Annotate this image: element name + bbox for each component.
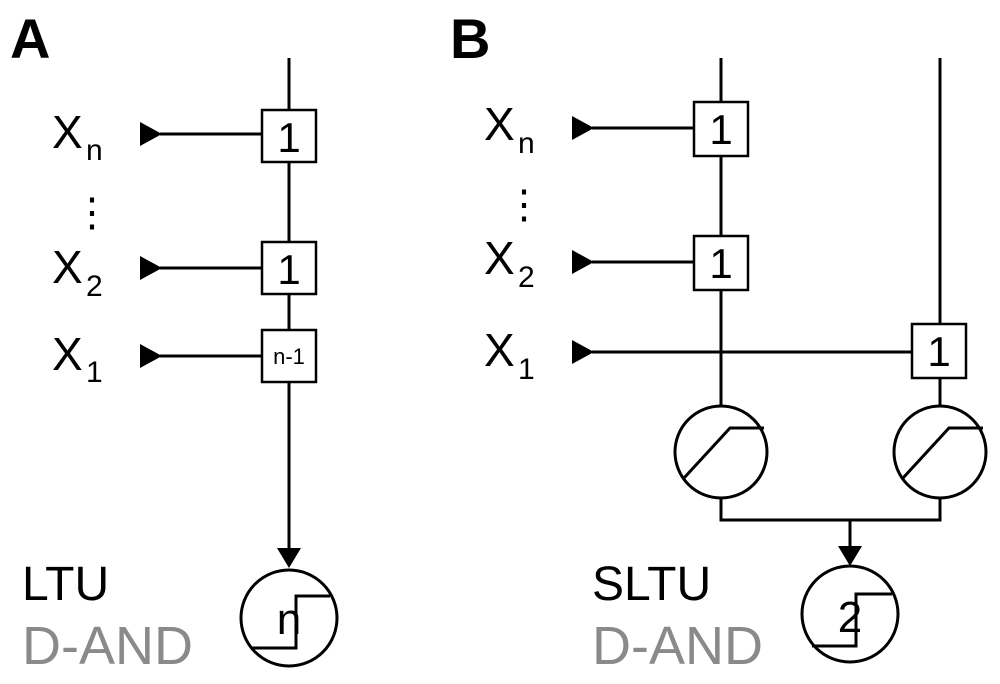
panel-b-unit-label: SLTU — [592, 558, 711, 611]
dendrite-circle — [892, 404, 988, 500]
weight-label: 1 — [927, 328, 950, 375]
weight-box — [260, 240, 318, 296]
panel-b-dendrite-left-nonlinearity — [673, 404, 769, 500]
panel-b-soma-arrow-icon — [838, 546, 862, 566]
weight-label: 1 — [277, 114, 300, 161]
step-icon — [812, 592, 892, 648]
dendrite-circle — [673, 404, 769, 500]
step-icon — [252, 594, 330, 650]
input-var: X — [52, 328, 83, 380]
panel-a: A X n 1 ⋮ X 2 1 X 1 — [10, 7, 339, 676]
panel-a-unit-sublabel: D-AND — [22, 616, 193, 676]
input-arrow-icon — [572, 250, 594, 274]
input-sub: n — [518, 127, 535, 160]
input-sub: 2 — [518, 261, 535, 294]
threshold-label: 2 — [838, 593, 862, 642]
weight-label: n-1 — [273, 344, 305, 369]
input-sub: 2 — [86, 270, 103, 303]
input-sub: 1 — [518, 353, 535, 386]
panel-b-input-xn: X n 1 — [484, 98, 750, 160]
weight-box — [260, 328, 318, 384]
panel-a-input-xn: X n 1 — [52, 106, 318, 167]
panel-a-input-x1: X 1 n-1 — [52, 328, 318, 389]
panel-a-unit-label: LTU — [22, 558, 109, 611]
panel-a-soma-arrow-icon — [277, 548, 301, 568]
weight-box — [692, 234, 750, 292]
input-var: X — [484, 98, 515, 150]
weight-box — [910, 322, 968, 380]
panel-a-ellipsis: ⋮ — [72, 191, 112, 235]
weight-label: 1 — [277, 246, 300, 293]
panel-a-soma: n — [239, 568, 339, 668]
panel-b-input-x2: X 2 1 — [484, 232, 750, 294]
panel-b-merge-line — [719, 498, 942, 522]
ramp-icon — [682, 426, 764, 480]
weight-box — [692, 100, 750, 158]
input-sub: n — [86, 134, 103, 167]
input-var: X — [484, 232, 515, 284]
panel-b-dendrite-right-nonlinearity — [892, 404, 988, 500]
panel-b-ellipsis: ⋮ — [504, 183, 544, 227]
input-var: X — [484, 324, 515, 376]
panel-b-letter: B — [450, 7, 490, 70]
input-arrow-icon — [572, 116, 594, 140]
weight-label: 1 — [709, 106, 732, 153]
input-arrow-icon — [140, 122, 162, 146]
weight-box — [260, 108, 318, 164]
input-arrow-icon — [572, 340, 594, 364]
input-var: X — [52, 106, 83, 158]
input-arrow-icon — [140, 344, 162, 368]
panel-b-soma: 2 — [800, 564, 900, 664]
panel-a-input-x2: X 2 1 — [52, 240, 318, 303]
panel-b-unit-sublabel: D-AND — [592, 616, 763, 676]
soma-circle — [239, 568, 339, 668]
panel-a-letter: A — [10, 7, 50, 70]
input-var: X — [52, 241, 83, 293]
panel-b: B X n 1 ⋮ X 2 1 X 1 — [450, 7, 988, 676]
soma-circle — [800, 564, 900, 664]
threshold-label: n — [277, 595, 301, 644]
input-sub: 1 — [86, 356, 103, 389]
input-arrow-icon — [140, 256, 162, 280]
weight-label: 1 — [709, 240, 732, 287]
ramp-icon — [901, 426, 983, 480]
panel-b-input-x1: X 1 1 — [484, 322, 968, 386]
